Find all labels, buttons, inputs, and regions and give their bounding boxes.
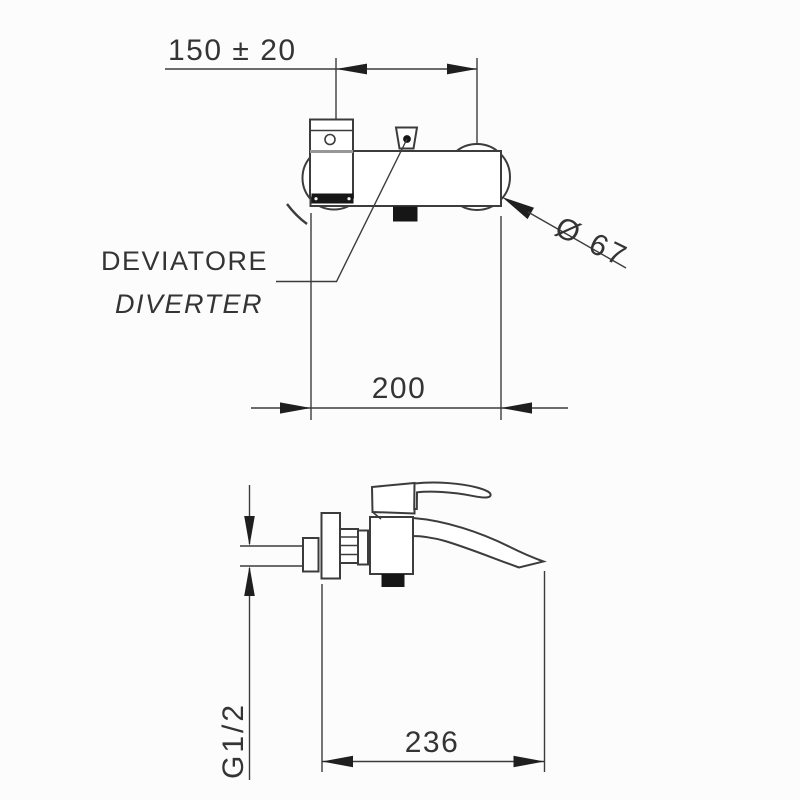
mixer-body-side bbox=[369, 516, 414, 575]
handle-neck-line bbox=[371, 511, 382, 520]
dim-flange-diameter: Ø 67 bbox=[502, 197, 634, 274]
arrowhead-right bbox=[447, 63, 477, 75]
dim-label-center-distance: 150 ± 20 bbox=[168, 34, 297, 67]
callout-label-italian: DEVIATORE bbox=[101, 246, 268, 276]
supply-nut bbox=[302, 537, 320, 573]
arrowhead-right bbox=[513, 755, 545, 768]
dim-spout-projection: 236 bbox=[321, 571, 546, 772]
leader-line-flange bbox=[527, 211, 627, 269]
spout bbox=[412, 516, 547, 569]
dim-label-body-length: 200 bbox=[372, 372, 427, 405]
dim-label-spout-projection: 236 bbox=[405, 726, 460, 759]
left-flange-arc bbox=[286, 203, 308, 225]
connector-step bbox=[357, 529, 369, 566]
callout-diverter: DEVIATORE DIVERTER bbox=[101, 138, 408, 319]
dim-label-flange-diameter: Ø 67 bbox=[550, 211, 634, 274]
spout-outlet-front bbox=[393, 206, 418, 222]
bar-dot-right bbox=[347, 197, 351, 201]
dim-thread: G1/2 bbox=[217, 485, 303, 780]
arrowhead-right bbox=[501, 402, 532, 414]
arrowhead-down bbox=[244, 516, 255, 546]
callout-label-english: DIVERTER bbox=[115, 289, 263, 319]
side-faucet bbox=[302, 481, 547, 587]
handle-base-bar bbox=[311, 193, 354, 204]
front-view: 150 ± 20 DEVIATORE bbox=[101, 34, 634, 420]
handle-base bbox=[370, 481, 416, 515]
arrowhead-flange bbox=[502, 197, 534, 220]
handle-lever bbox=[413, 481, 492, 510]
side-view: G1/2 236 bbox=[217, 481, 547, 780]
arrowhead-up bbox=[244, 566, 255, 596]
spout-outlet-side bbox=[381, 574, 405, 587]
connector-facets bbox=[340, 536, 358, 556]
bar-dot-left bbox=[314, 197, 318, 201]
arrowhead-left bbox=[322, 755, 353, 768]
dim-body-length: 200 bbox=[251, 213, 568, 420]
leader-line bbox=[276, 138, 408, 283]
handle-block bbox=[309, 118, 354, 199]
arrowhead-left bbox=[336, 63, 367, 75]
wall-flange bbox=[320, 512, 341, 580]
dim-center-distance: 150 ± 20 bbox=[165, 34, 478, 169]
dim-label-thread: G1/2 bbox=[217, 702, 250, 779]
arrowhead-left bbox=[280, 402, 311, 414]
front-faucet bbox=[286, 118, 511, 225]
handle-screw bbox=[324, 133, 336, 146]
